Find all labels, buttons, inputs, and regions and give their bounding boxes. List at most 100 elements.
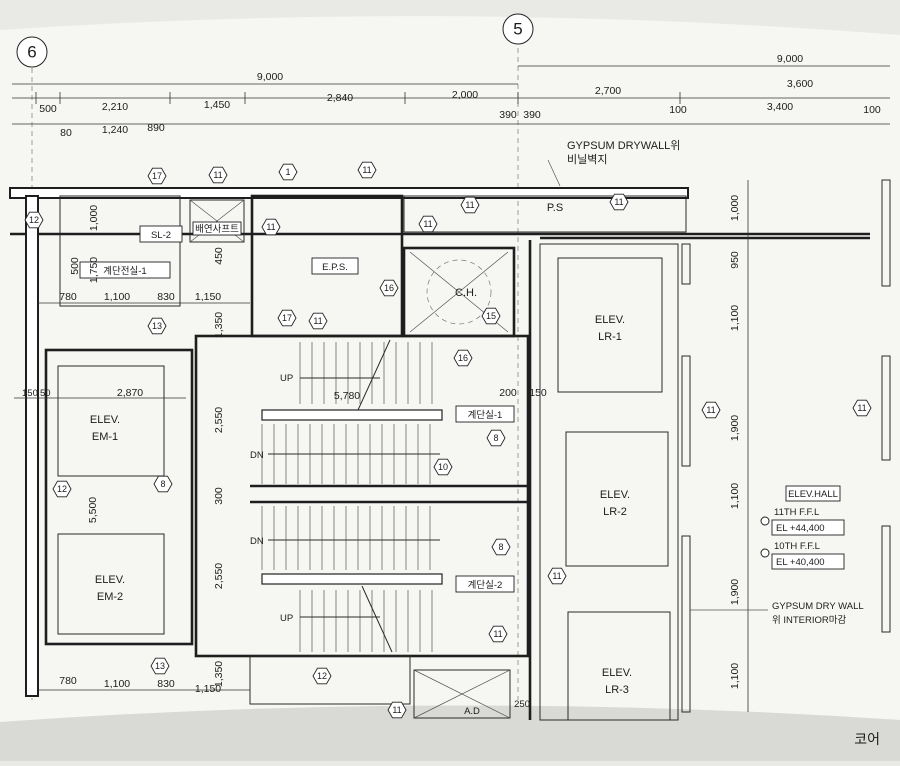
label-ad: A.D: [464, 706, 480, 717]
dim-mid-830: 830: [157, 291, 175, 303]
tag-hexagon: [312, 667, 332, 685]
dim-v-500: 500: [69, 257, 81, 275]
right-dimensions: 1,000 950 1,100 1,900 1,100 1,900 1,100: [729, 180, 749, 712]
label-em1-a: ELEV.: [90, 414, 120, 426]
dim-v-1000: 1,000: [88, 205, 100, 231]
stair-up-1: UP: [280, 373, 293, 384]
tag-number: 1: [285, 167, 290, 177]
dim-top-right: 9,000: [777, 53, 803, 65]
tag-number: 16: [384, 283, 394, 293]
tag-hexagon: [453, 349, 473, 367]
note-elev-hall: ELEV.HALL: [788, 489, 838, 500]
tag-number: 11: [423, 219, 432, 229]
tag-number: 11: [552, 571, 561, 581]
grid-bubble-6: [16, 36, 48, 68]
note-gypsum-top-2: 비닐벽지: [567, 153, 607, 166]
tag-hexagon: [418, 215, 438, 233]
page-caption: 코어: [854, 731, 880, 747]
dim-100-a: 100: [669, 104, 687, 116]
tag-number: 10: [438, 462, 448, 472]
grid-bubble-5-label: 5: [513, 20, 522, 39]
tag-hexagon: [357, 161, 377, 179]
dim-bot-1100: 1,100: [104, 678, 130, 690]
dim-r-1100-c: 1,100: [729, 663, 741, 689]
tag-number: 17: [152, 171, 162, 181]
tag-hexagon: [486, 429, 506, 447]
label-lr1-b: LR-1: [598, 331, 622, 343]
tag-number: 11: [706, 405, 715, 415]
tag-hexagon: [379, 279, 399, 297]
tag-hexagon: [278, 163, 298, 181]
tag-hexagon: [24, 211, 44, 229]
tag-hexagon: [208, 166, 228, 184]
tag-hexagon: [701, 401, 721, 419]
dim-250: 250: [514, 699, 530, 710]
dim-bot-830: 830: [157, 678, 175, 690]
note-gypsum-right-1: GYPSUM DRY WALL: [772, 601, 864, 612]
label-em1-b: EM-1: [92, 431, 118, 443]
dim-1240: 1,240: [102, 124, 128, 136]
label-elec-room: 계단전실-1: [103, 265, 146, 277]
elevator-em-shaft: ELEV. EM-1 ELEV. EM-2 150 50 2,870 5,500: [14, 348, 194, 646]
dim-bot-1150: 1,150: [195, 683, 221, 695]
tag-hexagon: [491, 538, 511, 556]
dim-2000: 2,000: [452, 89, 478, 101]
tag-hexagon: [460, 196, 480, 214]
room-ps: P.S: [403, 195, 687, 233]
note-ffl11: 11TH F.F.L: [774, 507, 819, 518]
tag-number: 8: [498, 542, 503, 552]
dim-r-1100-b: 1,100: [729, 483, 741, 509]
tag-hexagon: [261, 218, 281, 236]
elevator-lr-shaft: ELEV. LR-1 ELEV. LR-2 ELEV. LR-3: [528, 179, 891, 721]
label-em2-a: ELEV.: [95, 574, 125, 586]
note-ffl10: 10TH F.F.L: [774, 541, 820, 552]
tag-hexagon: [547, 567, 567, 585]
label-sl2: SL-2: [151, 230, 171, 241]
label-eps: E.P.S.: [322, 262, 348, 273]
tag-hexagon: [609, 193, 629, 211]
dim-80: 80: [60, 127, 72, 139]
tag-number: 11: [313, 316, 322, 326]
tag-number: 11: [465, 200, 474, 210]
tag-hexagon: [52, 480, 72, 498]
tag-number: 11: [493, 629, 502, 639]
tag-hexagon: [488, 625, 508, 643]
dim-2840: 2,840: [327, 92, 353, 104]
tag-number: 15: [486, 311, 496, 321]
note-gypsum-right-2: 위 INTERIOR마감: [772, 614, 847, 626]
dim-mid-1100: 1,100: [104, 291, 130, 303]
dim-1350-b: 1,350: [213, 661, 225, 687]
dim-2700: 2,700: [595, 85, 621, 97]
tag-hexagon: [481, 307, 501, 325]
dim-50: 50: [40, 388, 51, 399]
grid-bubble-6-label: 6: [27, 43, 36, 62]
page-shadow: [0, 705, 900, 761]
dim-5500: 5,500: [87, 497, 99, 523]
label-em2-b: EM-2: [97, 591, 123, 603]
label-lr3-a: ELEV.: [602, 667, 632, 679]
dim-300: 300: [213, 487, 225, 505]
dim-mid-780: 780: [59, 291, 77, 303]
label-lr2-b: LR-2: [603, 506, 627, 518]
dim-top-left: 9,000: [257, 71, 283, 83]
stair-core: UP DN DN UP 계단실-1 계단실-2 5,780 200 150 2,…: [194, 334, 547, 687]
tag-number: 12: [57, 484, 67, 494]
dim-mid-1150: 1,150: [195, 291, 221, 303]
dim-390-b: 390: [523, 109, 541, 121]
dim-2210: 2,210: [102, 101, 128, 113]
tag-number: 17: [282, 313, 292, 323]
dim-r-1900-b: 1,900: [729, 579, 741, 605]
tag-number: 11: [266, 222, 275, 232]
room-smoke-shaft: 배연사프트: [189, 199, 245, 243]
dim-200: 200: [499, 387, 517, 399]
dim-5780: 5,780: [334, 390, 360, 402]
stair-up-2: UP: [280, 613, 293, 624]
room-elec-room: SL-2 계단전실-1: [25, 195, 183, 697]
dim-890: 890: [147, 122, 165, 134]
dim-3600: 3,600: [787, 78, 813, 90]
tag-number: 11: [213, 170, 222, 180]
tag-number: 11: [362, 165, 371, 175]
tag-number: 8: [493, 433, 498, 443]
